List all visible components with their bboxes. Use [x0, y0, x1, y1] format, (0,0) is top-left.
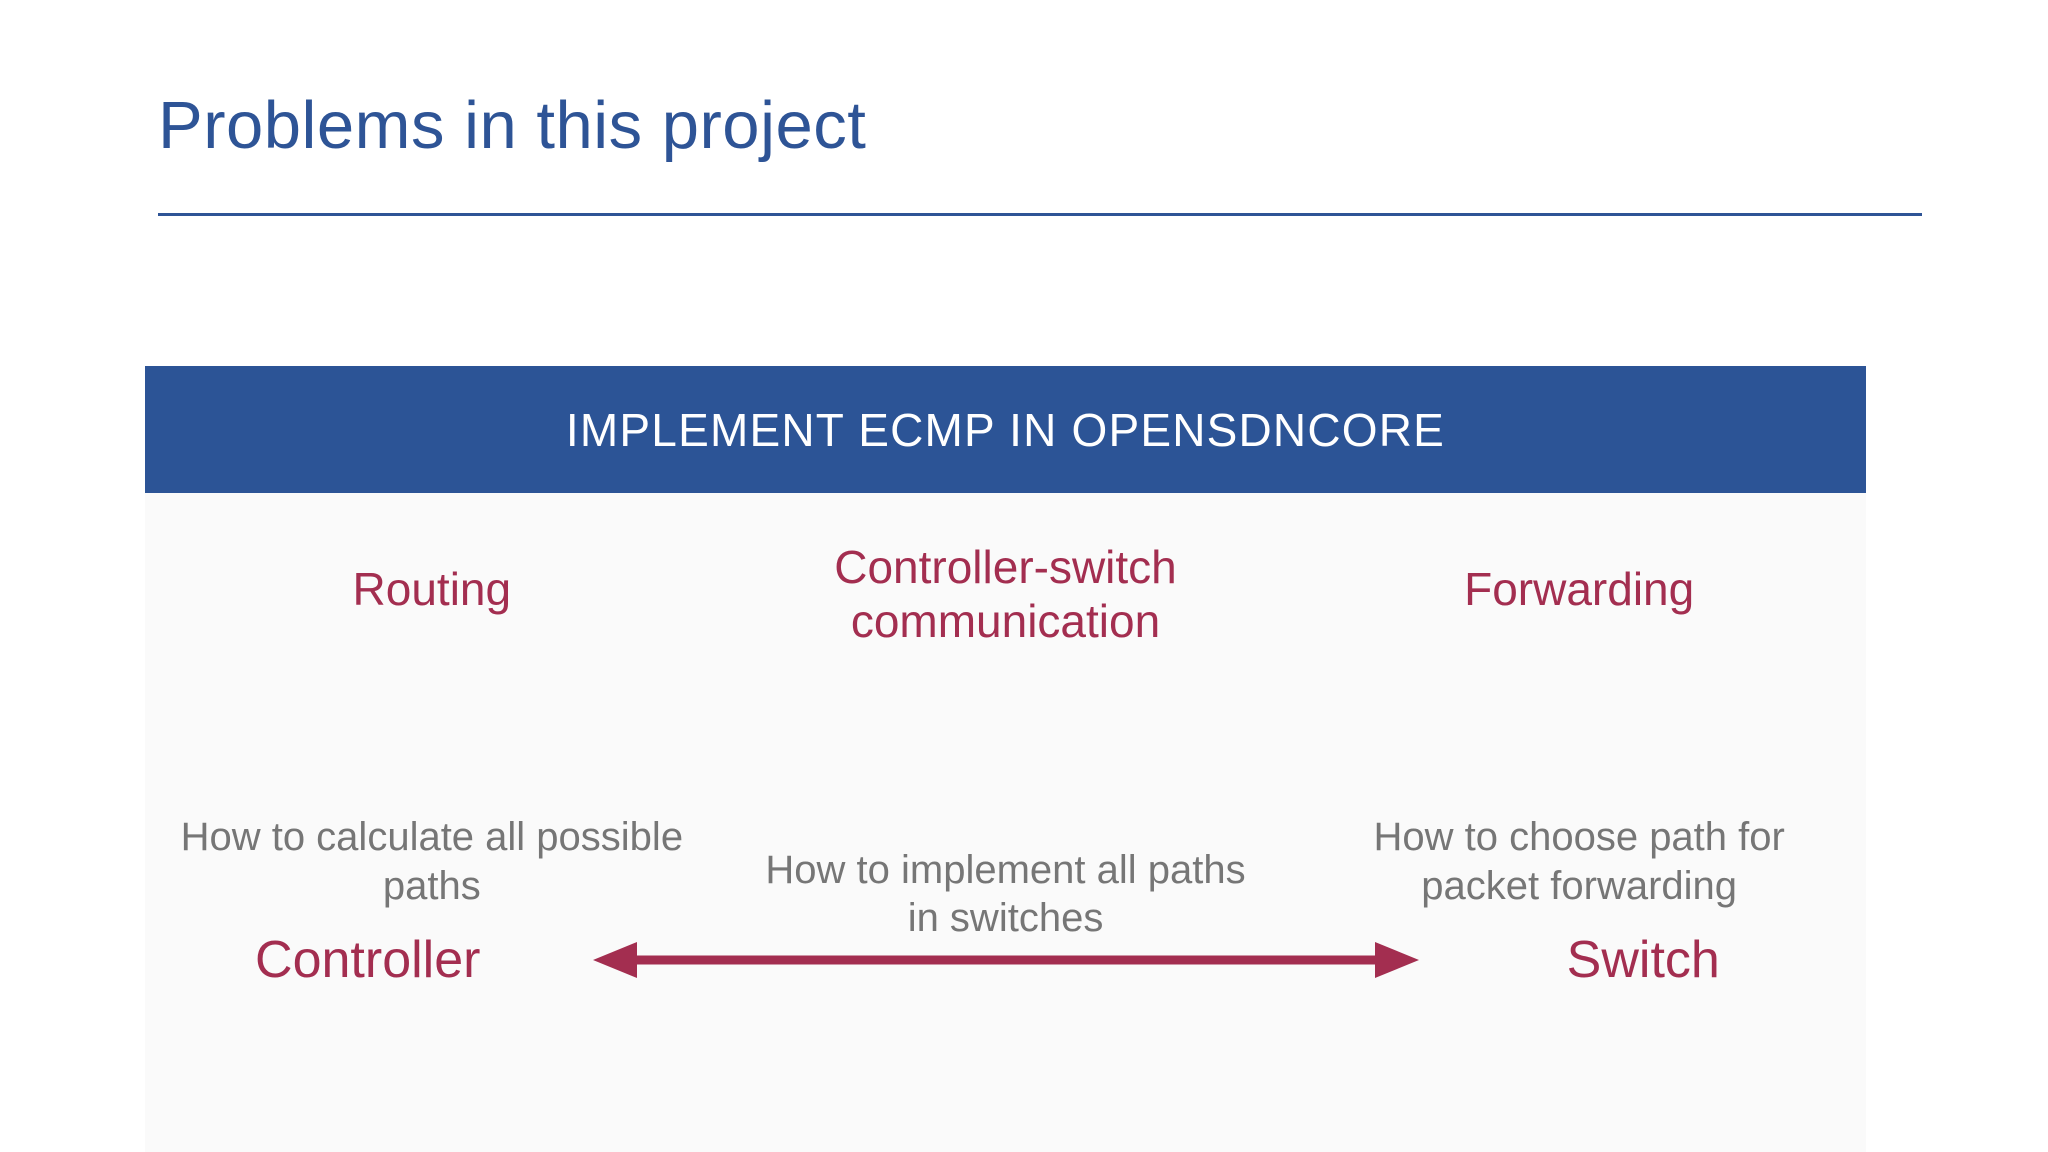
- flow-label-controller: Controller: [255, 931, 481, 989]
- flow-row: Controller Switch: [145, 910, 1866, 1010]
- columns-container: Routing How to calculate all possible pa…: [145, 540, 1866, 940]
- title-block: Problems in this project: [158, 92, 1928, 202]
- column-body-forwarding: How to choose path for packet forwarding: [1373, 815, 1785, 909]
- column-heading-forwarding: Forwarding: [1464, 563, 1695, 615]
- content-panel: [145, 366, 1866, 1152]
- title-divider: [158, 213, 1922, 216]
- column-body-controller-switch-communication: How to implement all paths in switches: [765, 847, 1246, 941]
- column-body-routing: How to calculate all possible paths: [180, 815, 684, 909]
- column-routing: Routing How to calculate all possible pa…: [145, 540, 719, 908]
- banner-bar: IMPLEMENT ECMP IN OPENSDNCORE: [145, 366, 1866, 493]
- column-heading-routing: Routing: [352, 563, 512, 615]
- flow-label-switch: Switch: [1566, 931, 1720, 989]
- banner-title: IMPLEMENT ECMP IN OPENSDNCORE: [565, 403, 1446, 456]
- column-forwarding: Forwarding How to choose path for packet…: [1292, 540, 1866, 908]
- double-headed-arrow-icon: [591, 930, 1421, 990]
- column-controller-switch-communication: Controller-switch communication How to i…: [719, 540, 1293, 940]
- column-heading-controller-switch-communication: Controller-switch communication: [834, 541, 1177, 648]
- page-title: Problems in this project: [158, 88, 867, 163]
